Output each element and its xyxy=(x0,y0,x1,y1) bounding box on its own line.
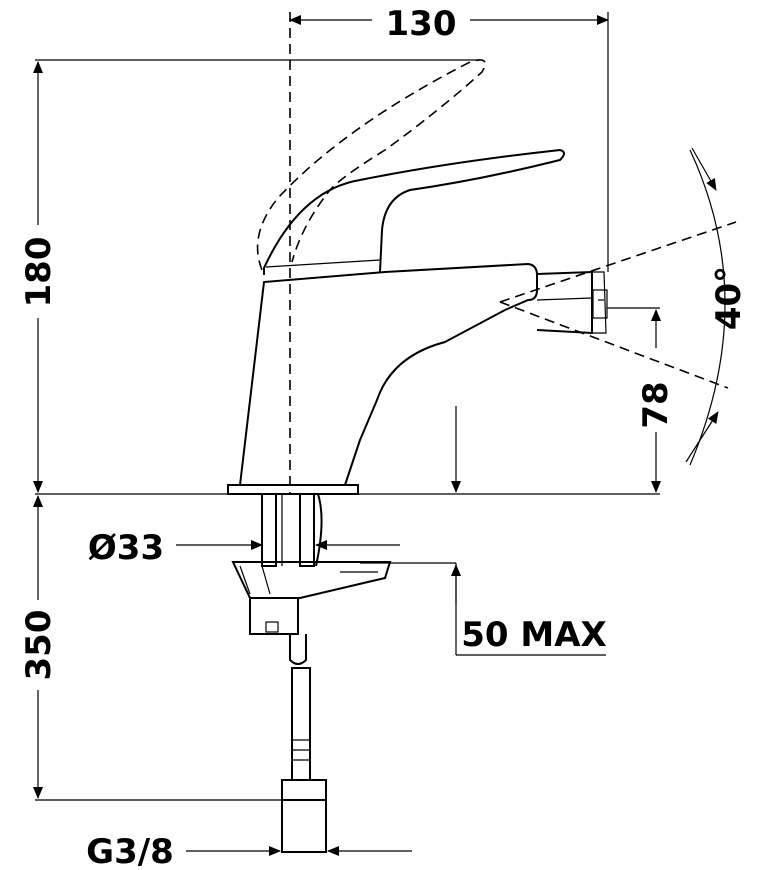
dimension-thread-label: G3/8 xyxy=(86,832,174,870)
dimension-width-label: 130 xyxy=(386,4,457,44)
extension-lines xyxy=(35,12,660,801)
mounting-assembly xyxy=(231,493,392,853)
dimension-angle-label: 40° xyxy=(709,266,749,330)
handle-raised-position xyxy=(256,59,486,271)
faucet-body xyxy=(227,148,608,495)
dimension-spout-height-label: 78 xyxy=(636,381,676,428)
dimension-arrows xyxy=(33,15,661,856)
dimension-max-thickness-label: 50 MAX xyxy=(461,615,607,655)
dimension-height-upper-label: 180 xyxy=(19,237,59,308)
spray-angle-lines xyxy=(499,147,737,466)
dimension-height-lower-label: 350 xyxy=(19,610,59,681)
dimension-hole-diameter-label: Ø33 xyxy=(88,528,164,568)
